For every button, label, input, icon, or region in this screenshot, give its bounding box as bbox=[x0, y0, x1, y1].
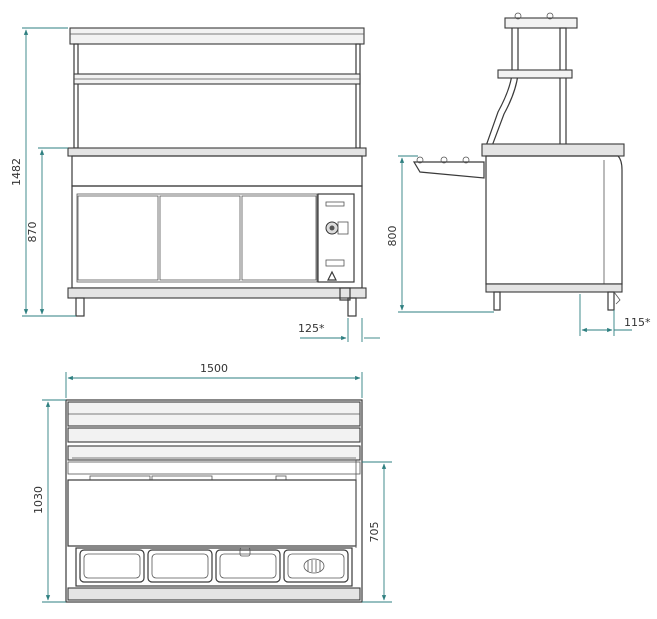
top-counter-plate bbox=[67, 479, 357, 547]
dim-top-depth: 1030 bbox=[32, 486, 45, 514]
front-door-1 bbox=[77, 195, 159, 281]
side-left-foot bbox=[493, 291, 501, 311]
dim-total-height: 1482 bbox=[10, 158, 23, 186]
side-dimensions: 800 115* bbox=[386, 155, 651, 336]
side-base-rail bbox=[485, 283, 623, 293]
dim-top-inner-depth: 705 bbox=[368, 522, 381, 543]
front-upper-band bbox=[71, 155, 363, 187]
top-view bbox=[65, 399, 363, 603]
gastronorm-pan bbox=[215, 547, 281, 583]
front-right-foot bbox=[347, 297, 357, 317]
side-tray-slide bbox=[412, 161, 485, 179]
side-view bbox=[412, 12, 625, 311]
front-left-foot bbox=[75, 297, 85, 317]
dim-side-counter-height: 800 bbox=[386, 226, 399, 247]
top-pan-well bbox=[75, 547, 353, 587]
gastronorm-pan bbox=[283, 549, 349, 583]
front-counter-top bbox=[67, 147, 367, 157]
front-top-shelf bbox=[69, 27, 365, 45]
front-door-2 bbox=[159, 195, 241, 281]
front-door-3 bbox=[241, 195, 317, 281]
top-outer-frame bbox=[65, 399, 363, 603]
top-dimensions: 1500 1030 705 bbox=[32, 362, 392, 603]
dim-front-foot-offset: 125* bbox=[298, 322, 325, 335]
front-base-rail bbox=[67, 287, 367, 299]
top-shelf-middle bbox=[67, 427, 361, 443]
side-counter-top bbox=[481, 143, 625, 157]
front-right-upright bbox=[355, 43, 361, 149]
dim-top-width: 1500 bbox=[200, 362, 228, 375]
front-dimensions: 1482 870 125* bbox=[10, 27, 380, 342]
front-cabinet-inner bbox=[76, 193, 318, 283]
top-shelf-lower bbox=[67, 445, 361, 461]
side-right-foot bbox=[607, 291, 615, 311]
front-control-panel bbox=[317, 193, 355, 283]
side-rear-upright bbox=[559, 27, 567, 147]
top-front-rail bbox=[67, 587, 361, 601]
side-top-shelf bbox=[504, 17, 578, 29]
dim-counter-height: 870 bbox=[26, 222, 39, 243]
top-tray-strip bbox=[67, 461, 361, 475]
gastronorm-pan bbox=[79, 549, 145, 583]
dim-side-foot-offset: 115* bbox=[624, 316, 651, 329]
gastronorm-pan bbox=[147, 549, 213, 583]
side-middle-shelf bbox=[497, 69, 573, 79]
front-view bbox=[67, 27, 367, 317]
front-left-upright bbox=[73, 43, 79, 149]
side-cabinet-body bbox=[485, 155, 623, 285]
